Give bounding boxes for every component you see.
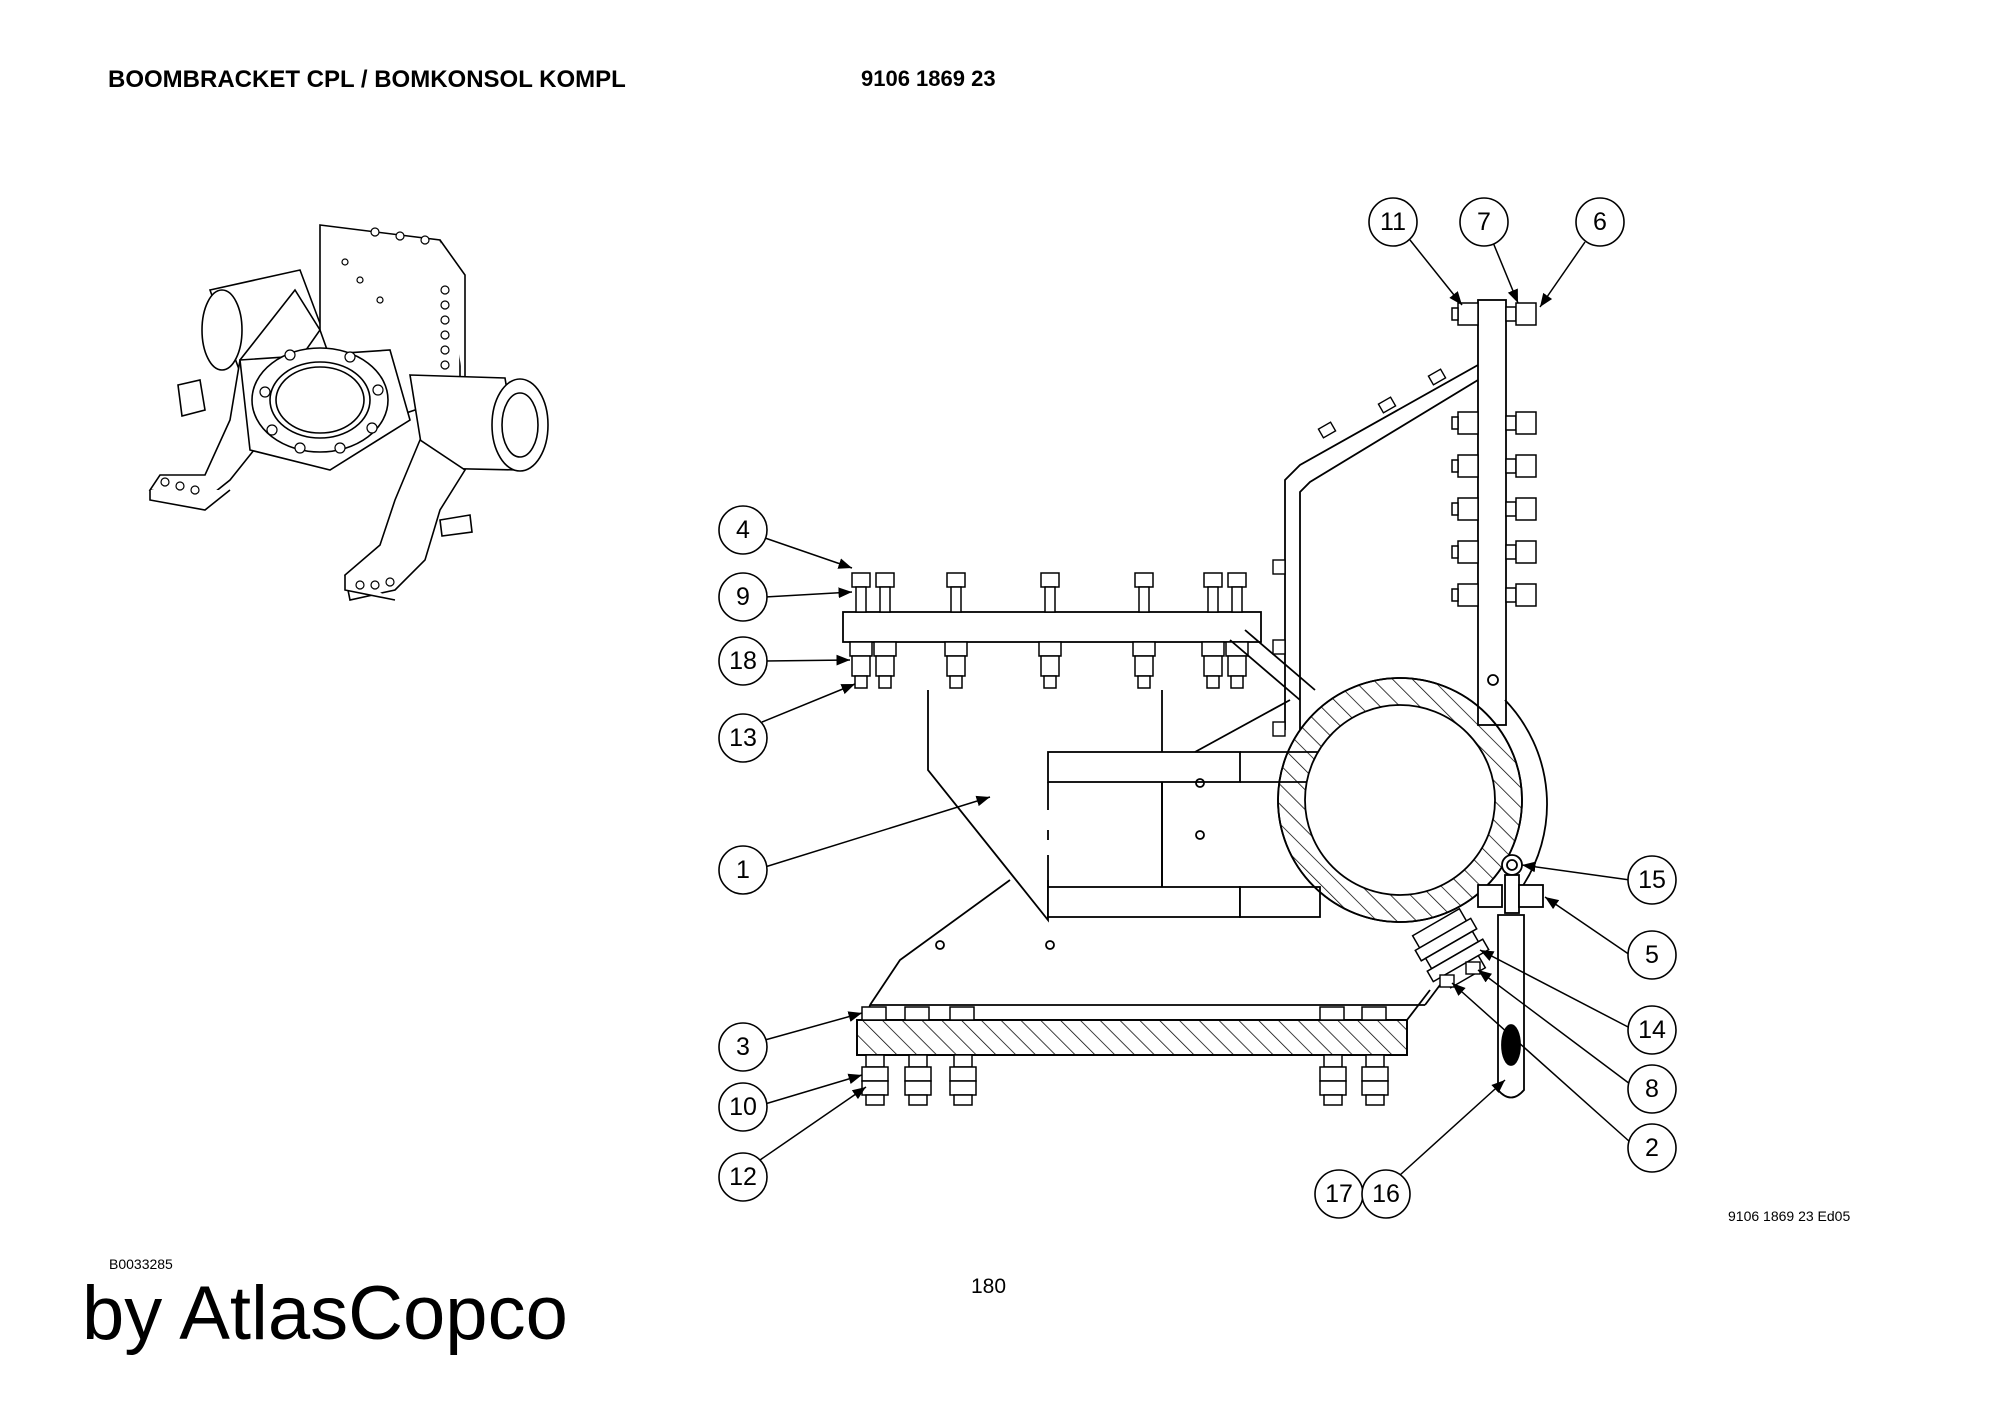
callout-17: 17	[1314, 1169, 1364, 1219]
callout-6: 6	[1575, 197, 1625, 247]
svg-text:18: 18	[729, 647, 757, 675]
callout-10: 10	[718, 1082, 768, 1132]
drawing-title: BOOMBRACKET CPL / BOMKONSOL KOMPL	[108, 66, 626, 93]
callout-12: 12	[718, 1152, 768, 1202]
isometric-view	[148, 224, 549, 601]
image-code: B0033285	[109, 1256, 173, 1272]
callout-3: 3	[718, 1022, 768, 1072]
svg-text:3: 3	[736, 1033, 750, 1061]
callout-7: 7	[1459, 197, 1509, 247]
callout-2: 2	[1627, 1123, 1677, 1173]
callout-labels: 4 9 18 13 1 3 10 12 11 7 6 15 5 14 8 2 1…	[718, 197, 1677, 1219]
svg-text:13: 13	[729, 724, 757, 752]
callout-4: 4	[718, 505, 768, 555]
callout-18: 18	[718, 636, 768, 686]
svg-text:7: 7	[1477, 208, 1491, 236]
callout-15: 15	[1627, 855, 1677, 905]
callout-11: 11	[1368, 197, 1418, 247]
brand-text: by AtlasCopco	[82, 1271, 568, 1356]
svg-text:9: 9	[736, 583, 750, 611]
svg-text:16: 16	[1372, 1180, 1400, 1208]
callout-8: 8	[1627, 1064, 1677, 1114]
callout-1: 1	[718, 845, 768, 895]
svg-text:12: 12	[729, 1163, 757, 1191]
svg-text:14: 14	[1638, 1016, 1666, 1044]
svg-text:10: 10	[729, 1093, 757, 1121]
svg-text:5: 5	[1645, 941, 1659, 969]
callout-16: 16	[1361, 1169, 1411, 1219]
svg-text:4: 4	[736, 516, 750, 544]
drawing-reference: 9106 1869 23 Ed05	[1728, 1208, 1851, 1224]
svg-text:1: 1	[736, 856, 750, 884]
callout-13: 13	[718, 713, 768, 763]
callout-14: 14	[1627, 1005, 1677, 1055]
callout-9: 9	[718, 572, 768, 622]
page-number: 180	[971, 1275, 1007, 1298]
svg-text:8: 8	[1645, 1075, 1659, 1103]
svg-text:15: 15	[1638, 866, 1666, 894]
svg-text:6: 6	[1593, 208, 1607, 236]
svg-text:11: 11	[1380, 208, 1406, 236]
part-number: 9106 1869 23	[861, 66, 996, 91]
callout-5: 5	[1627, 930, 1677, 980]
svg-text:2: 2	[1645, 1134, 1659, 1162]
svg-text:17: 17	[1325, 1180, 1353, 1208]
main-view	[759, 239, 1631, 1176]
